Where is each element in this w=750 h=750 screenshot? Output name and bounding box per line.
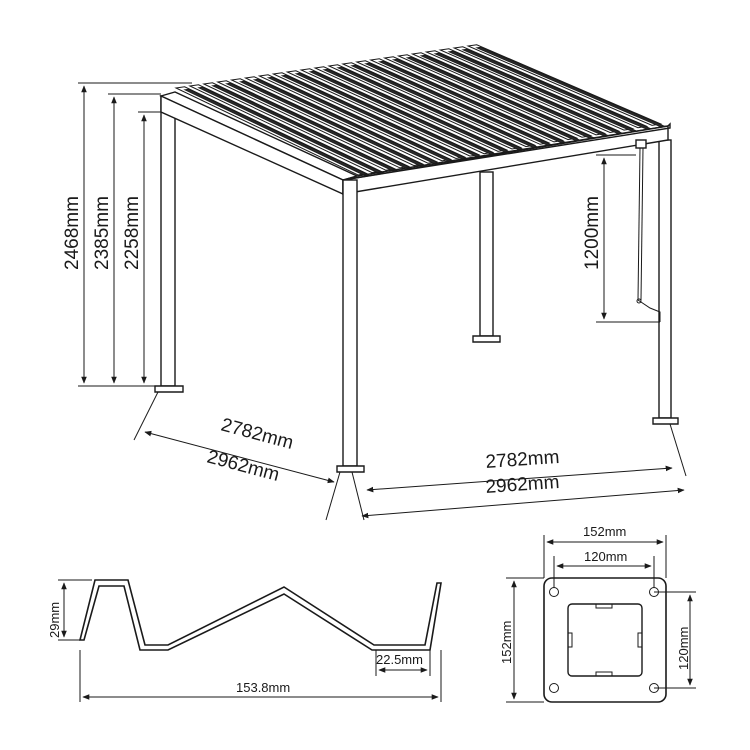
bolt-hole-icon — [549, 683, 559, 693]
pergola-view: 2468mm 2385mm 2258mm 1200mm 2782mm 2962m… — [62, 44, 687, 521]
side-outer-label: 2962mm — [205, 447, 282, 486]
post-front-right — [652, 139, 679, 425]
height-total-label: 2468mm — [62, 196, 83, 270]
profile-total-width-label: 153.8mm — [236, 680, 290, 695]
post-back-right — [472, 171, 501, 343]
post-back-left — [154, 95, 184, 393]
profile-height-label: 29mm — [47, 602, 62, 638]
height-clear-label: 2258mm — [122, 196, 143, 270]
plate-outer-width-label: 152mm — [583, 524, 626, 539]
crank-handle-icon — [635, 139, 661, 322]
bolt-hole-icon — [549, 587, 559, 597]
base-plate: 152mm 120mm 152mm 120mm — [499, 524, 696, 703]
front-outer-label: 2962mm — [485, 472, 560, 498]
post-front-left — [336, 179, 365, 473]
side-beam-left — [158, 91, 360, 196]
plate-inner-height-label: 120mm — [676, 627, 691, 670]
front-dimensions: 2782mm 2962mm — [351, 423, 687, 521]
plate-inner-width-label: 120mm — [584, 549, 627, 564]
louver-roof — [174, 44, 667, 177]
louver-height-dimension: 1200mm — [582, 154, 660, 323]
side-dimensions: 2782mm 2962mm — [133, 391, 341, 521]
plate-outer-height-label: 152mm — [499, 621, 514, 664]
height-dimensions: 2468mm 2385mm 2258mm — [62, 82, 192, 387]
louver-profile: 29mm 22.5mm 153.8mm — [47, 579, 442, 702]
height-beam-label: 2385mm — [92, 196, 113, 270]
front-inner-label: 2782mm — [485, 447, 560, 473]
profile-inner-width-label: 22.5mm — [376, 652, 423, 667]
louver-height-label: 1200mm — [582, 196, 603, 270]
side-inner-label: 2782mm — [219, 415, 296, 454]
